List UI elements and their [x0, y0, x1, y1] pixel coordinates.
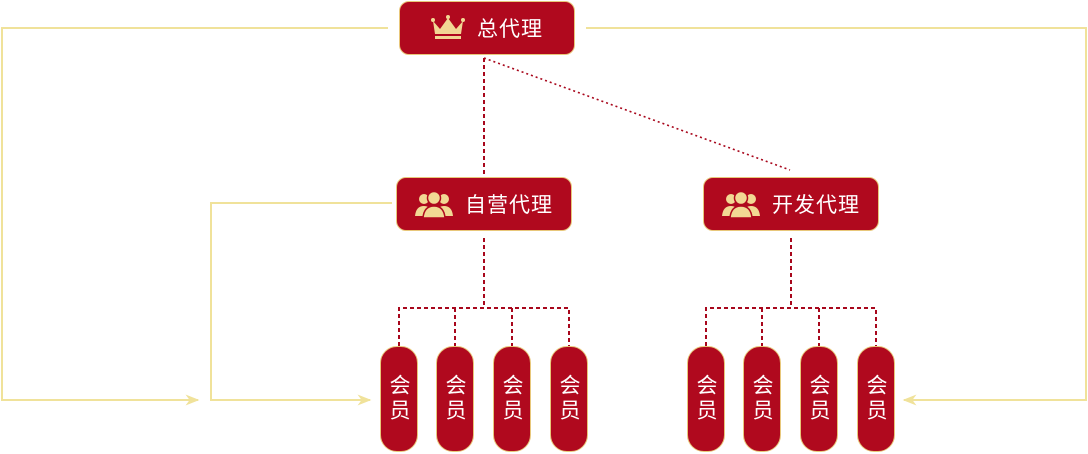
- root-agent-label: 总代理: [477, 17, 543, 41]
- dev-member-node[interactable]: 会员: [800, 346, 838, 452]
- root-agent-node[interactable]: 总代理: [399, 1, 575, 55]
- self-agent-node[interactable]: 自营代理: [396, 177, 572, 231]
- flow-line-self-agent: [210, 202, 392, 406]
- member-label: 会员: [864, 374, 888, 424]
- member-label: 会员: [807, 374, 831, 424]
- member-label: 会员: [557, 374, 581, 424]
- connector-dev-members: [705, 307, 877, 346]
- crown-icon: [431, 15, 465, 41]
- self-member-node[interactable]: 会员: [380, 346, 418, 452]
- member-label: 会员: [387, 374, 411, 424]
- member-label: 会员: [443, 374, 467, 424]
- self-member-node[interactable]: 会员: [550, 346, 588, 452]
- connector-root-dev: [483, 57, 791, 171]
- dev-member-node[interactable]: 会员: [743, 346, 781, 452]
- self-member-node[interactable]: 会员: [436, 346, 474, 452]
- dev-member-node[interactable]: 会员: [857, 346, 895, 452]
- member-label: 会员: [500, 374, 524, 424]
- users-icon: [415, 190, 453, 218]
- dev-agent-node[interactable]: 开发代理: [703, 177, 879, 231]
- flow-line-root-right: [586, 27, 1087, 406]
- member-label: 会员: [694, 374, 718, 424]
- dev-member-node[interactable]: 会员: [687, 346, 725, 452]
- dev-agent-label: 开发代理: [772, 193, 860, 217]
- flow-line-root-left: [1, 27, 388, 406]
- member-label: 会员: [750, 374, 774, 424]
- users-icon: [722, 190, 760, 218]
- connector-self-members: [398, 307, 570, 346]
- self-member-node[interactable]: 会员: [493, 346, 531, 452]
- self-agent-label: 自营代理: [465, 193, 553, 217]
